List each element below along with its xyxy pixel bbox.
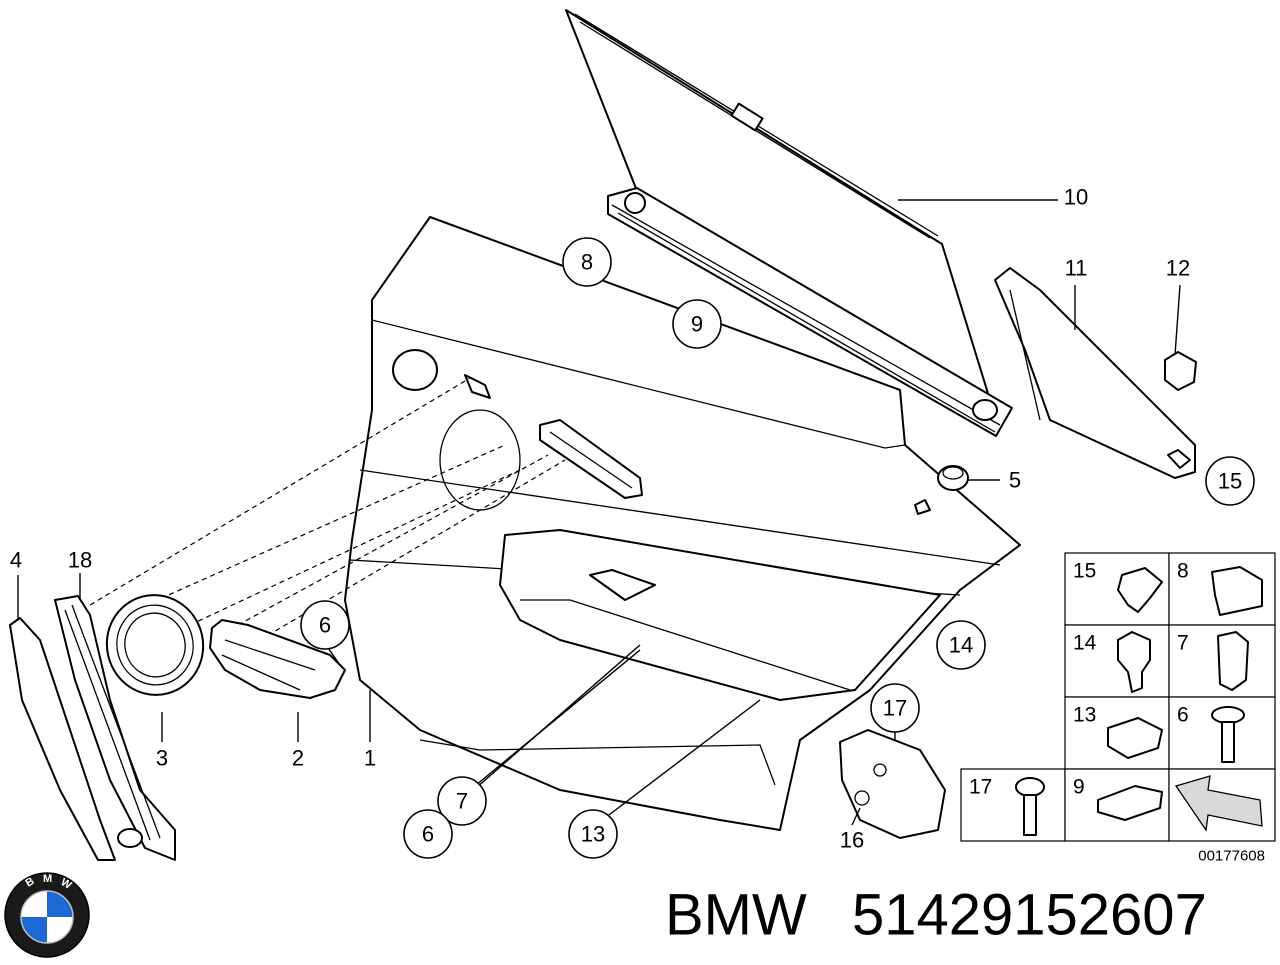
legend-14: 14 bbox=[1073, 632, 1097, 655]
label-3: 3 bbox=[156, 746, 168, 771]
drawing-number: 00177608 bbox=[1198, 848, 1265, 865]
clip-9-sketch bbox=[1097, 785, 1163, 821]
label-11: 11 bbox=[1065, 256, 1088, 281]
screw-17-sketch bbox=[1015, 777, 1045, 836]
clip-8-sketch bbox=[1211, 566, 1263, 616]
label-10: 10 bbox=[1064, 185, 1088, 210]
callout-15: 15 bbox=[1205, 456, 1255, 506]
callout-6-lower: 6 bbox=[403, 809, 453, 859]
sun-blind-part bbox=[565, 9, 1013, 437]
callout-6-lower-label: 6 bbox=[422, 822, 434, 847]
clip-14-sketch bbox=[1117, 631, 1151, 693]
clip-12-part bbox=[1164, 351, 1197, 391]
label-16: 16 bbox=[840, 828, 864, 853]
legend-17: 17 bbox=[969, 776, 992, 799]
label-4: 4 bbox=[10, 548, 22, 573]
label-2: 2 bbox=[292, 746, 304, 771]
svg-text:M: M bbox=[43, 873, 52, 885]
legend-7: 7 bbox=[1177, 632, 1189, 655]
clip-15-sketch bbox=[1117, 567, 1163, 613]
legend-6: 6 bbox=[1177, 704, 1189, 727]
bmw-logo: B M W bbox=[4, 872, 90, 958]
legend-9: 9 bbox=[1073, 776, 1085, 799]
inner-handle-part bbox=[209, 619, 346, 699]
callout-13: 13 bbox=[568, 809, 618, 859]
arrow-icon bbox=[1174, 775, 1263, 832]
clip-13-sketch bbox=[1107, 717, 1163, 759]
door-trim-panel-part bbox=[344, 216, 1021, 831]
callout-17-label: 17 bbox=[883, 696, 907, 721]
callout-8-label: 8 bbox=[581, 250, 593, 275]
callout-8: 8 bbox=[562, 237, 612, 287]
callout-9-label: 9 bbox=[691, 312, 703, 337]
callout-14-label: 14 bbox=[949, 633, 973, 658]
part-number: 51429152607 bbox=[852, 883, 1207, 948]
callout-9: 9 bbox=[672, 299, 722, 349]
callout-6: 6 bbox=[300, 600, 350, 650]
clip-7-sketch bbox=[1217, 631, 1249, 691]
label-1: 1 bbox=[364, 746, 376, 771]
callout-7-label: 7 bbox=[456, 789, 468, 814]
pillar-cover-part bbox=[994, 267, 1196, 479]
grommet-5-part bbox=[937, 465, 969, 491]
callout-13-label: 13 bbox=[581, 822, 605, 847]
bracket-16-part bbox=[839, 729, 946, 839]
label-12: 12 bbox=[1166, 256, 1190, 281]
trim-strip-part bbox=[9, 595, 176, 861]
fastener-legend: 15 8 14 7 13 6 17 9 00177608 bbox=[960, 552, 1276, 865]
legend-13: 13 bbox=[1073, 704, 1096, 727]
brand-name: BMW bbox=[665, 883, 807, 948]
callout-14: 14 bbox=[936, 620, 986, 670]
speaker-cover-part bbox=[105, 594, 205, 696]
screw-6-sketch bbox=[1211, 706, 1245, 763]
callout-17: 17 bbox=[870, 683, 920, 733]
label-5: 5 bbox=[1009, 468, 1021, 493]
assembly-guide-lines bbox=[89, 377, 566, 641]
callout-7: 7 bbox=[437, 776, 487, 826]
legend-15: 15 bbox=[1073, 560, 1096, 583]
legend-8: 8 bbox=[1177, 560, 1189, 583]
callout-15-label: 15 bbox=[1218, 469, 1242, 494]
callout-6-label: 6 bbox=[319, 613, 331, 638]
label-18: 18 bbox=[68, 548, 92, 573]
